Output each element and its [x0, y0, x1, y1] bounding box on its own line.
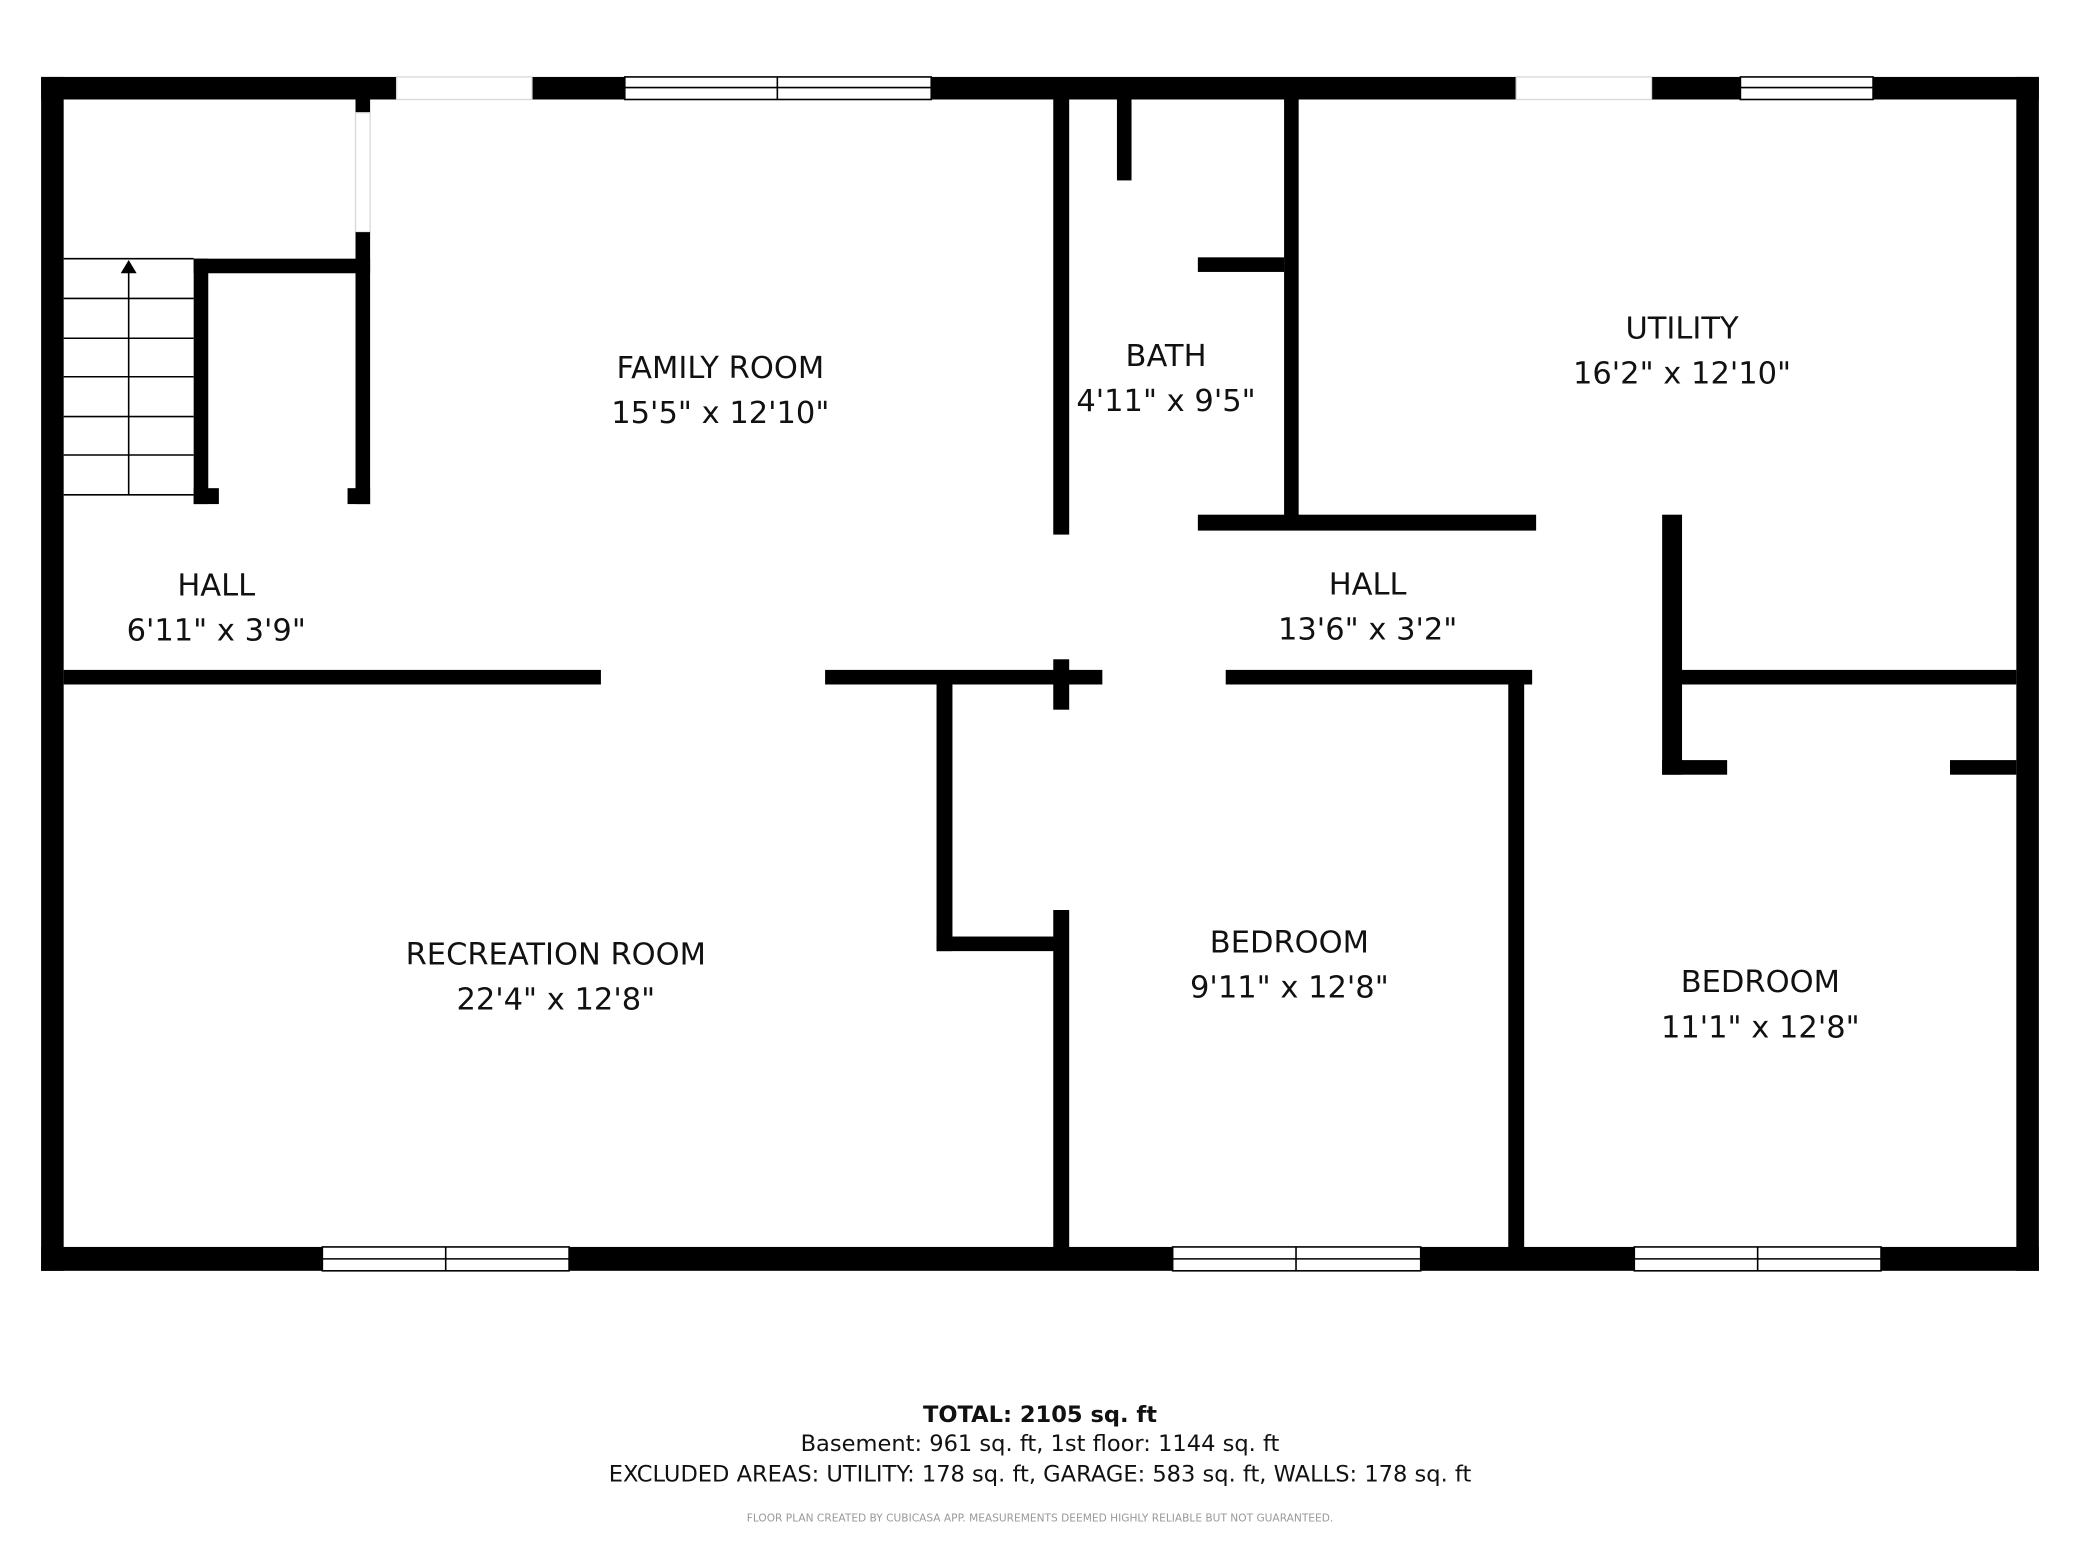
- svg-text:BATH: BATH: [1126, 339, 1207, 374]
- area-summary: TOTAL: 2105 sq. ft Basement: 961 sq. ft,…: [609, 1402, 1472, 1524]
- svg-text:BEDROOM: BEDROOM: [1210, 925, 1369, 960]
- room-hall-center: HALL 13'6" x 3'2": [1278, 567, 1457, 647]
- windows: [321, 76, 1882, 1272]
- arrow-up-icon: [120, 260, 137, 274]
- excluded-areas: EXCLUDED AREAS: UTILITY: 178 sq. ft, GAR…: [609, 1462, 1472, 1488]
- svg-text:FAMILY ROOM: FAMILY ROOM: [616, 351, 824, 386]
- room-bedroom-2: BEDROOM 11'1" x 12'8": [1661, 965, 1860, 1045]
- room-utility: UTILITY 16'2" x 12'10": [1573, 311, 1791, 391]
- openings: [395, 76, 1653, 101]
- svg-text:BEDROOM: BEDROOM: [1681, 965, 1840, 1000]
- interior-walls: [63, 99, 2017, 1250]
- disclaimer: FLOOR PLAN CREATED BY CUBICASA APP. MEAS…: [747, 1512, 1334, 1525]
- floor-areas: Basement: 961 sq. ft, 1st floor: 1144 sq…: [801, 1431, 1280, 1457]
- svg-text:9'11" x 12'8": 9'11" x 12'8": [1190, 971, 1389, 1006]
- svg-text:11'1" x 12'8": 11'1" x 12'8": [1661, 1010, 1860, 1045]
- room-hall-left: HALL 6'11" x 3'9": [127, 569, 306, 649]
- svg-text:UTILITY: UTILITY: [1625, 311, 1739, 346]
- room-bedroom-1: BEDROOM 9'11" x 12'8": [1190, 925, 1389, 1005]
- svg-text:RECREATION ROOM: RECREATION ROOM: [406, 937, 706, 972]
- svg-text:13'6" x 3'2": 13'6" x 3'2": [1278, 612, 1457, 647]
- staircase: [63, 257, 194, 496]
- svg-text:16'2" x 12'10": 16'2" x 12'10": [1573, 356, 1791, 391]
- room-recreation-room: RECREATION ROOM 22'4" x 12'8": [406, 937, 706, 1017]
- svg-text:HALL: HALL: [177, 569, 255, 604]
- room-bath: BATH 4'11" x 9'5": [1076, 339, 1255, 419]
- svg-text:15'5" x 12'10": 15'5" x 12'10": [611, 396, 829, 431]
- svg-text:4'11" x 9'5": 4'11" x 9'5": [1076, 384, 1255, 419]
- room-family-room: FAMILY ROOM 15'5" x 12'10": [611, 351, 829, 431]
- svg-text:6'11" x 3'9": 6'11" x 3'9": [127, 614, 306, 649]
- total-area: TOTAL: 2105 sq. ft: [923, 1402, 1157, 1428]
- svg-text:HALL: HALL: [1329, 567, 1407, 602]
- svg-text:22'4" x 12'8": 22'4" x 12'8": [456, 982, 655, 1017]
